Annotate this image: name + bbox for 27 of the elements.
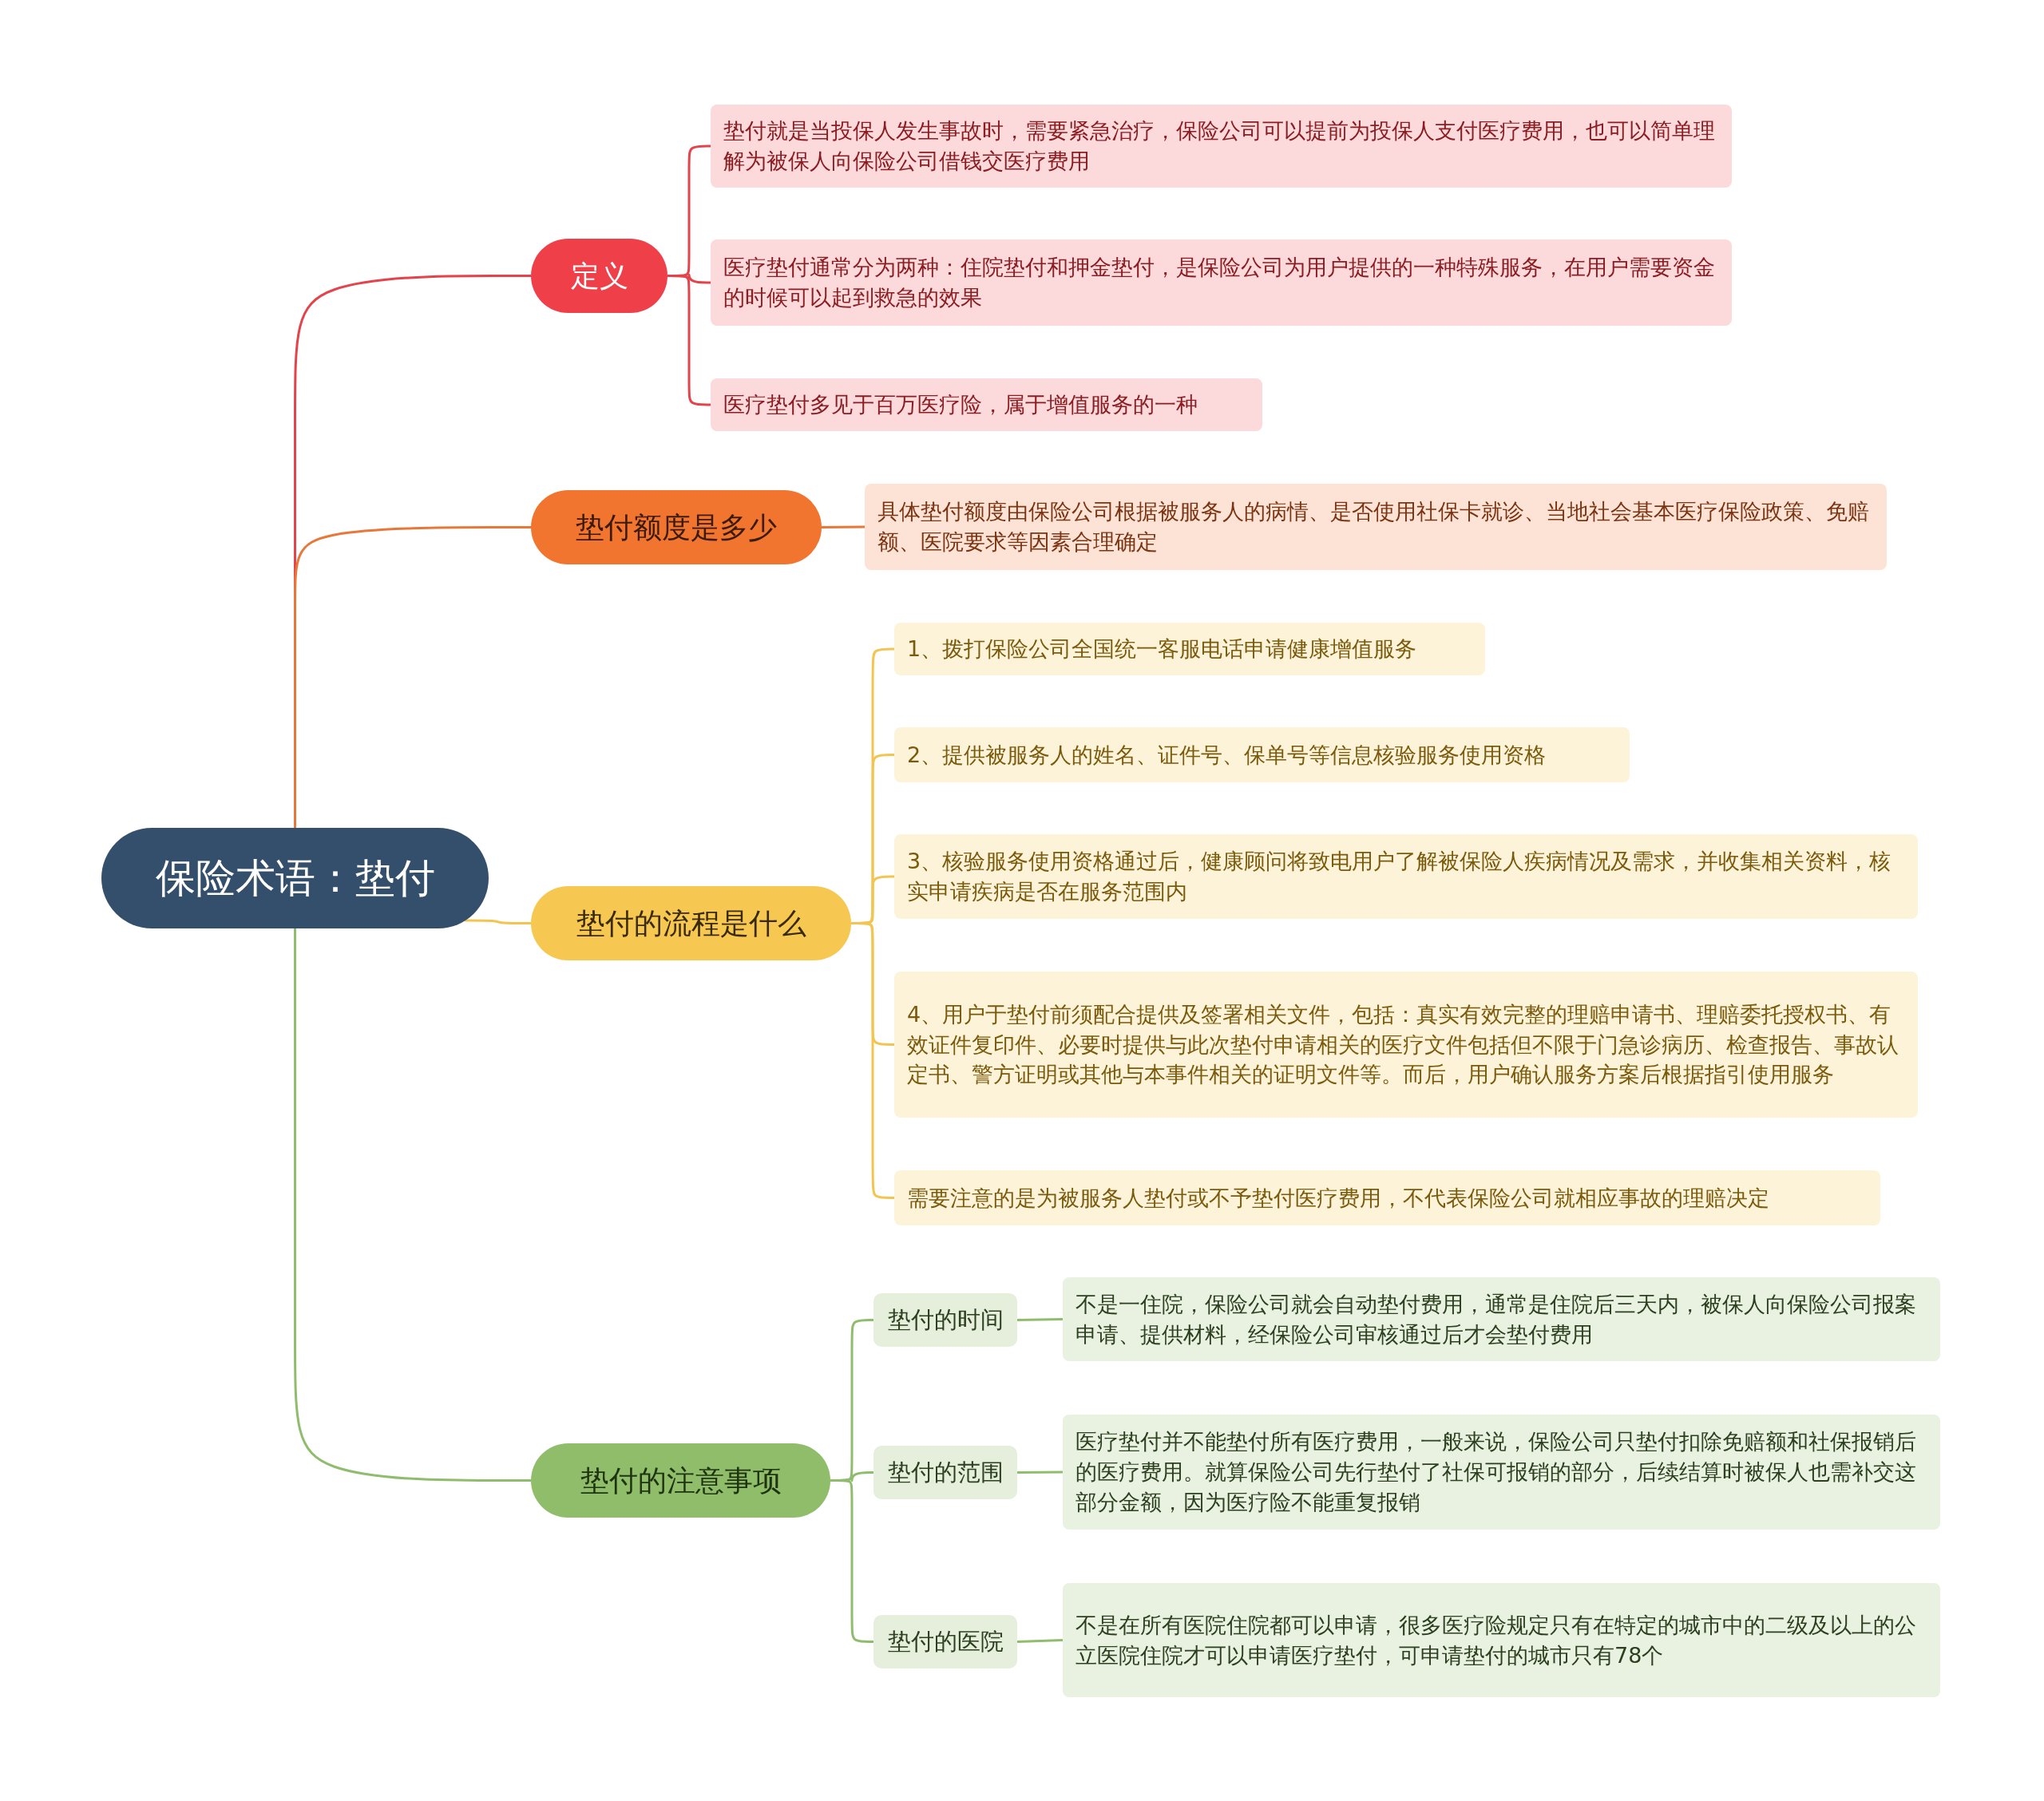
detail-card: 具体垫付额度由保险公司根据被服务人的病情、是否使用社保卡就诊、当地社会基本医疗保险政策、免赔额、医院要求等因素合理确定 [865,484,1887,570]
branch-topic: 垫付的注意事项 [531,1443,830,1518]
connector-line [822,525,865,528]
detail-card: 不是一住院，保险公司就会自动垫付费用，通常是住院后三天内，被保人向保险公司报案申请、提供材料，经保险公司审核通过后才会垫付费用 [1063,1277,1940,1361]
branch-topic: 定义 [531,239,667,313]
connector-line [1016,1639,1064,1643]
subtopic: 垫付的范围 [873,1446,1017,1499]
detail-card: 不是在所有医院住院都可以申请，很多医疗险规定只有在特定的城市中的二级及以上的公立医院住院才可以申请医疗垫付，可申请垫付的城市只有78个 [1063,1583,1940,1697]
connector-line [294,928,531,1482]
central-topic: 保险术语：垫付 [101,828,489,928]
connector-line [1017,1470,1063,1474]
detail-card: 医疗垫付并不能垫付所有医疗费用，一般来说，保险公司只垫付扣除免赔额和社保报销后的医疗费用。就算保险公司先行垫付了社保可报销的部分，后续结算时被保人也需补交这部分金额，因为医疗险不能重复报销 [1063,1415,1940,1530]
detail-card: 1、拨打保险公司全国统一客服电话申请健康增值服务 [894,623,1485,675]
detail-card: 需要注意的是为被服务人垫付或不予垫付医疗费用，不代表保险公司就相应事故的理赔决定 [894,1170,1880,1225]
subtopic: 垫付的时间 [873,1293,1017,1347]
detail-card: 医疗垫付通常分为两种：住院垫付和押金垫付，是保险公司为用户提供的一种特殊服务，在用户需要资金的时候可以起到救急的效果 [711,239,1732,326]
detail-card: 垫付就是当投保人发生事故时，需要紧急治疗，保险公司可以提前为投保人支付医疗费用，也可以简单理解为被保人向保险公司借钱交医疗费用 [711,105,1732,188]
detail-card: 4、用户于垫付前须配合提供及签署相关文件，包括：真实有效完整的理赔申请书、理赔委托授权书、有效证件复印件、必要时提供与此次垫付申请相关的医疗文件包括但不限于门急诊病历、检查报告、事故认定书、警方证明或其他与本事件相关的证明文件等。而后，用户确认服务方案后根据指引使用服务 [894,972,1918,1118]
detail-card: 2、提供被服务人的姓名、证件号、保单号等信息核验服务使用资格 [894,727,1630,782]
connector-line [1016,1318,1064,1321]
detail-card: 3、核验服务使用资格通过后，健康顾问将致电用户了解被保险人疾病情况及需求，并收集相关资料，核实申请疾病是否在服务范围内 [894,834,1918,919]
branch-topic: 垫付的流程是什么 [531,886,851,960]
subtopic: 垫付的医院 [873,1615,1017,1668]
branch-topic: 垫付额度是多少 [531,490,822,564]
detail-card: 医疗垫付多见于百万医疗险，属于增值服务的一种 [711,378,1262,431]
connector-line [294,526,531,828]
connector-line [465,919,531,924]
